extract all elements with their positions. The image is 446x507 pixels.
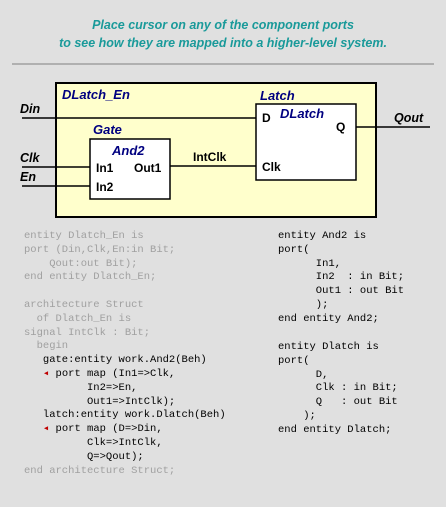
code-line: entity Dlatch_En is: [24, 230, 144, 242]
code-line: Out1=>IntClk);: [24, 395, 176, 408]
arrow-icon: ◂: [42, 423, 50, 436]
code-line: begin: [24, 340, 69, 353]
dlatch-block[interactable]: [255, 103, 357, 181]
port-din[interactable]: Din: [20, 102, 41, 116]
code-line: end entity Dlatch_En;: [24, 271, 157, 284]
arrow-icon: ◂: [42, 367, 50, 380]
code-line: of Dlatch_En is: [24, 312, 132, 325]
port-out1[interactable]: Out1: [134, 161, 162, 175]
code-line: end architecture Struct;: [24, 464, 176, 477]
port-latch-clk[interactable]: Clk: [262, 160, 281, 174]
signal-intclk-label: IntClk: [193, 150, 227, 164]
vhdl-and2-entity: entity And2 is port( In1, In2 : in Bit; …: [278, 230, 405, 325]
code-line: port (Din,Clk,En:in Bit;: [24, 243, 176, 256]
code-line: signal IntClk : Bit;: [24, 326, 151, 339]
schematic-diagram: DLatch_En Gate And2 In1 In2 Out1 Latch D…: [12, 63, 434, 218]
code-line-gate-instance: gate:entity work.And2(Beh): [24, 354, 207, 367]
instruction-line-2: to see how they are mapped into a higher…: [59, 36, 387, 50]
instruction-line-1: Place cursor on any of the component por…: [92, 18, 354, 32]
and2-block[interactable]: [89, 138, 171, 200]
code-line: Q=>Qout);: [24, 450, 144, 463]
port-d[interactable]: D: [262, 111, 271, 125]
dlatch-en-name: DLatch_En: [62, 87, 130, 102]
latch-label: Latch: [260, 88, 295, 103]
port-clk[interactable]: Clk: [20, 151, 41, 165]
code-line-latch-instance: latch:entity work.Dlatch(Beh): [24, 409, 226, 422]
dlatch-name: DLatch: [280, 106, 324, 121]
port-qout[interactable]: Qout: [394, 111, 424, 125]
port-q[interactable]: Q: [336, 120, 345, 134]
vhdl-dlatch-entity: entity Dlatch is port( D, Clk : in Bit; …: [278, 341, 398, 436]
code-line-gate-portmap[interactable]: port map (In1=>Clk,: [55, 367, 176, 380]
code-line: In2=>En,: [24, 381, 138, 394]
and2-name: And2: [111, 143, 145, 158]
code-line-latch-portmap[interactable]: port map (D=>Din,: [55, 423, 163, 436]
port-en[interactable]: En: [20, 170, 36, 184]
vhdl-dlatch-en-code: entity Dlatch_En is port (Din,Clk,En:in …: [24, 230, 226, 478]
code-line: architecture Struct: [24, 298, 144, 311]
gate-label: Gate: [93, 122, 122, 137]
code-line: Qout:out Bit);: [24, 257, 138, 270]
port-in1[interactable]: In1: [96, 161, 114, 175]
port-in2[interactable]: In2: [96, 180, 114, 194]
code-line: Clk=>IntClk,: [24, 436, 163, 449]
